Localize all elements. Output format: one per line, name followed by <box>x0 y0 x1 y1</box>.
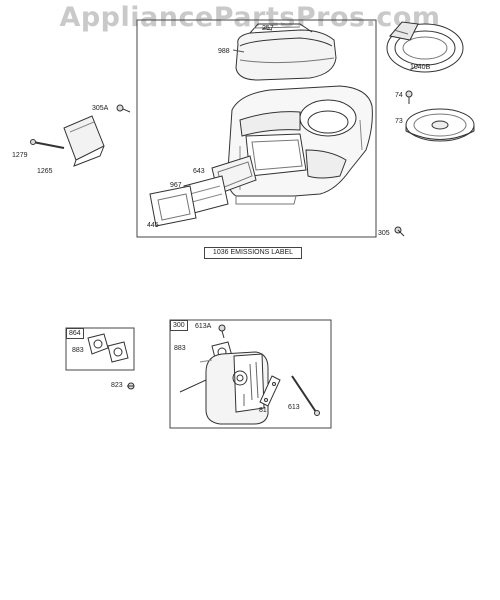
emissions-label-box: 1036 EMISSIONS LABEL <box>204 247 302 259</box>
blower-housing-frame <box>137 20 376 237</box>
part-label-1265: 1265 <box>37 168 53 175</box>
screw-305 <box>395 227 404 236</box>
part-label-305: 305 <box>378 230 390 237</box>
kit-tag-864: 864 <box>66 328 84 339</box>
part-label-73: 73 <box>395 118 403 125</box>
gasket-883-kit <box>88 334 128 362</box>
part-label-988: 988 <box>218 48 230 55</box>
part-label-883-muffler: 883 <box>174 345 186 352</box>
leader-257 <box>262 28 272 30</box>
air-cleaner-cover <box>236 24 336 80</box>
bracket-1265 <box>64 116 104 166</box>
watermark: AppliancePartsPros.com <box>59 2 441 33</box>
part-label-257: 257 <box>262 25 274 32</box>
gasket-kit-box <box>66 328 134 370</box>
leader-1040b <box>410 64 420 70</box>
kit-tag-300: 300 <box>170 320 188 331</box>
disc-73 <box>406 109 474 141</box>
part-label-1040b: 1040B <box>410 64 431 71</box>
label-445 <box>150 186 196 226</box>
screw-74 <box>406 91 412 104</box>
rotating-screen <box>387 22 463 72</box>
bracket-81 <box>260 376 280 406</box>
part-label-74: 74 <box>395 92 403 99</box>
part-label-613a: 613A <box>195 323 212 330</box>
part-label-445: 445 <box>147 222 159 229</box>
part-label-643: 643 <box>193 168 205 175</box>
bolt-1279 <box>31 140 65 149</box>
part-label-823: 823 <box>111 382 123 389</box>
part-label-613: 613 <box>288 404 300 411</box>
muffler-kit-box <box>170 320 331 428</box>
screw-305a <box>117 105 130 112</box>
label-967 <box>184 176 228 214</box>
part-label-967: 967 <box>170 182 182 189</box>
muffler <box>180 352 268 424</box>
part-label-305a: 305A <box>92 105 109 112</box>
blower-housing <box>228 86 373 204</box>
part-label-883-kit: 883 <box>72 347 84 354</box>
screw-613a <box>219 325 225 338</box>
leader-988 <box>233 50 244 52</box>
bolt-613 <box>292 376 320 416</box>
part-label-1279: 1279 <box>12 152 28 159</box>
screw-823 <box>127 383 134 389</box>
part-label-81: 81 <box>259 407 267 414</box>
